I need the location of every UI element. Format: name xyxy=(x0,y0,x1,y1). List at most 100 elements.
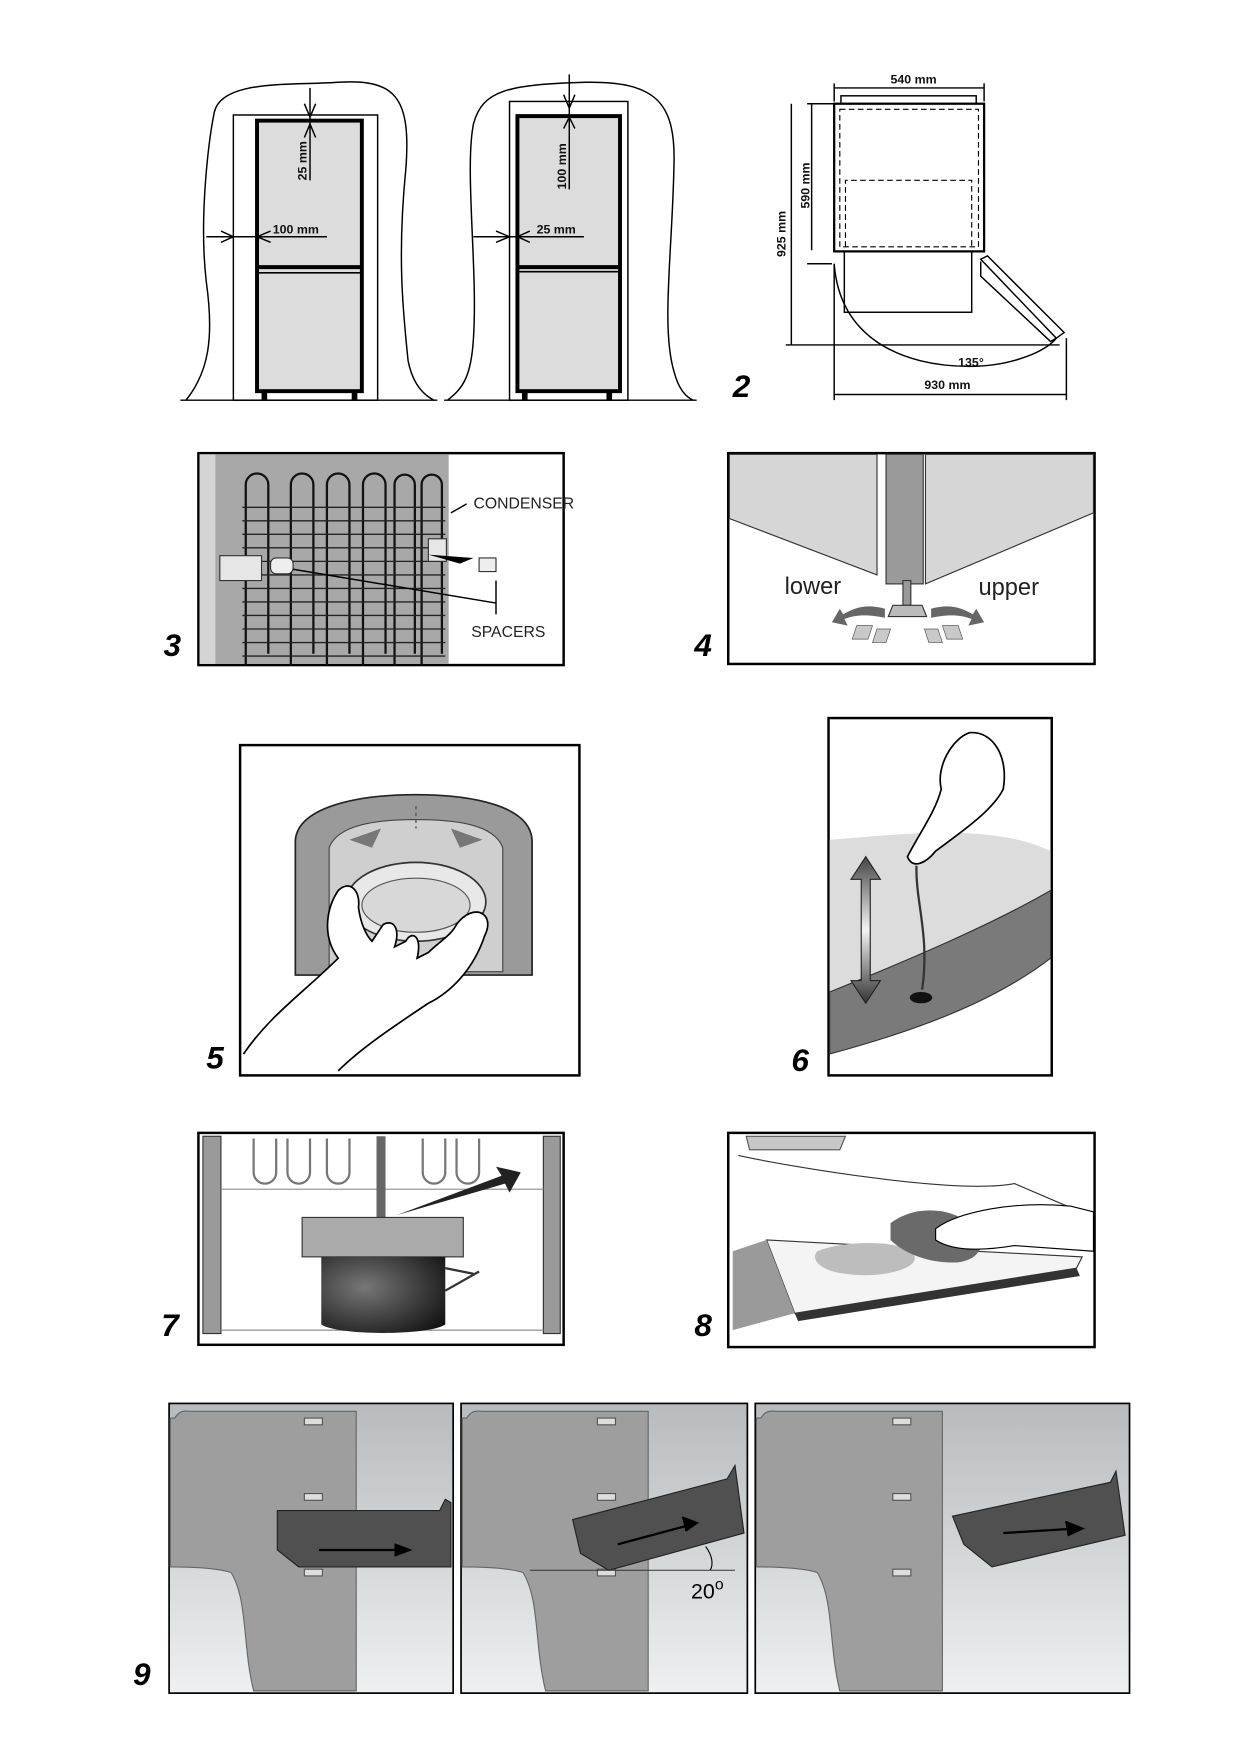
figure-number: 2 xyxy=(732,368,751,404)
illustration-shape xyxy=(242,885,489,1072)
condenser-label: CONDENSER xyxy=(473,495,574,512)
illustration-shape xyxy=(831,606,885,626)
illustration-shape xyxy=(839,108,980,248)
illustration-shape xyxy=(303,1417,323,1577)
illustration-shape xyxy=(794,1268,1080,1322)
illustration-shape xyxy=(461,1410,649,1692)
illustration-shape xyxy=(319,1543,413,1557)
illustration-shape xyxy=(428,554,474,564)
illustration-shape xyxy=(444,1267,480,1292)
step-2-panel: 20o xyxy=(460,1402,749,1694)
illustration-shape xyxy=(169,1410,357,1692)
illustration-shape xyxy=(244,472,444,666)
illustration-shape xyxy=(473,230,584,244)
illustration-shape xyxy=(361,877,471,933)
figure-number: 3 xyxy=(163,627,181,663)
step-1-panel xyxy=(168,1402,455,1694)
side-gap-label: 100 mm xyxy=(273,222,319,236)
illustration-shape xyxy=(232,114,379,401)
illustration-shape xyxy=(851,625,892,643)
illustration-shape xyxy=(244,472,444,666)
spacers-label: SPACERS xyxy=(471,624,545,641)
figure-8-cleaning-shelf: 8 xyxy=(694,1131,1096,1349)
illustration-shape xyxy=(303,87,317,181)
figure-5-thermostat-knob: 5 xyxy=(206,743,581,1077)
illustration-shape xyxy=(906,731,1006,865)
illustration-shape xyxy=(902,579,912,606)
top-gap-label: 100 mm xyxy=(555,143,569,189)
illustration-shape xyxy=(606,391,613,401)
figure-number: 6 xyxy=(791,1042,809,1078)
depth-label: 590 mm xyxy=(798,162,812,208)
angle-label: 20o xyxy=(691,1576,724,1603)
illustration-shape xyxy=(785,103,1060,346)
illustration-shape xyxy=(199,454,216,664)
figure-number: 5 xyxy=(206,1040,224,1076)
illustration-shape xyxy=(892,1417,912,1577)
illustration-shape xyxy=(705,1546,713,1571)
illustration-shape xyxy=(829,889,1052,1055)
illustration-shape xyxy=(833,102,986,253)
angle-unit: o xyxy=(715,1576,724,1593)
illustration-shape xyxy=(923,625,964,643)
illustration-shape xyxy=(571,1463,745,1571)
illustration-shape xyxy=(738,1154,1094,1218)
figure-2-dimensions: 540 mm 590 mm 925 mm 135° 930 mm 2 xyxy=(732,72,1068,404)
illustration-shape xyxy=(261,391,268,401)
upper-label: upper xyxy=(978,575,1039,601)
illustration-shape xyxy=(979,254,1066,343)
illustration-shape xyxy=(562,74,576,190)
illustration-shape xyxy=(840,95,977,105)
illustration-shape xyxy=(478,557,497,573)
illustration-shape xyxy=(815,1243,915,1276)
illustration-shape xyxy=(931,606,985,626)
illustration-shape xyxy=(1003,1520,1086,1537)
width-label: 540 mm xyxy=(891,72,937,86)
side-gap-label: 25 mm xyxy=(537,222,576,236)
figure-9-drawer-removal: 20o 9 xyxy=(133,1402,1131,1694)
figure-3-condenser-spacers: CONDENSER SPACERS 3 xyxy=(163,451,574,667)
illustration-shape xyxy=(833,83,985,102)
illustration-shape xyxy=(542,1135,561,1335)
illustration-shape xyxy=(935,1204,1095,1252)
illustration-shape xyxy=(376,1136,386,1221)
illustration-shape xyxy=(843,250,973,313)
illustration-shape xyxy=(269,557,294,575)
illustration-shape xyxy=(850,855,882,1005)
illustration-shape xyxy=(833,263,1068,401)
illustration-shape xyxy=(915,865,926,990)
illustration-shape xyxy=(292,503,497,615)
step-3-panel xyxy=(754,1402,1131,1694)
illustration-shape xyxy=(885,453,924,585)
figure-6-drain-cleaning: 6 xyxy=(791,716,1053,1078)
illustration-shape xyxy=(844,179,973,247)
illustration-shape xyxy=(951,1469,1126,1568)
illustration-shape xyxy=(202,1135,222,1335)
illustration-shape xyxy=(301,1216,464,1258)
illustration-shape xyxy=(807,102,840,265)
angle-value: 20 xyxy=(691,1579,715,1603)
lower-label: lower xyxy=(785,574,842,600)
illustration-shape xyxy=(321,1256,446,1333)
total-width-label: 930 mm xyxy=(924,378,970,392)
figure-7-compressor: 7 xyxy=(161,1131,565,1347)
illustration-shape xyxy=(351,391,358,401)
angle-label: 135° xyxy=(958,355,984,369)
illustration-shape xyxy=(909,991,933,1004)
illustration-shape xyxy=(728,453,878,576)
illustration-shape xyxy=(755,1410,943,1692)
figure-number: 9 xyxy=(133,1656,151,1692)
illustration-shape xyxy=(206,230,327,244)
depth-open-label: 925 mm xyxy=(775,211,789,257)
figure-1-left-clearance: 25 mm 100 mm xyxy=(180,81,438,401)
illustration-shape xyxy=(185,81,435,401)
illustration-shape xyxy=(745,1135,847,1151)
figure-1-right-clearance: 100 mm 25 mm xyxy=(444,74,697,401)
illustration-shape xyxy=(349,828,483,848)
illustration-shape xyxy=(447,81,694,401)
illustration-shape xyxy=(396,1166,521,1216)
illustration-shape xyxy=(252,1138,481,1185)
illustration-shape xyxy=(833,263,1057,368)
figure-number: 7 xyxy=(161,1307,180,1343)
